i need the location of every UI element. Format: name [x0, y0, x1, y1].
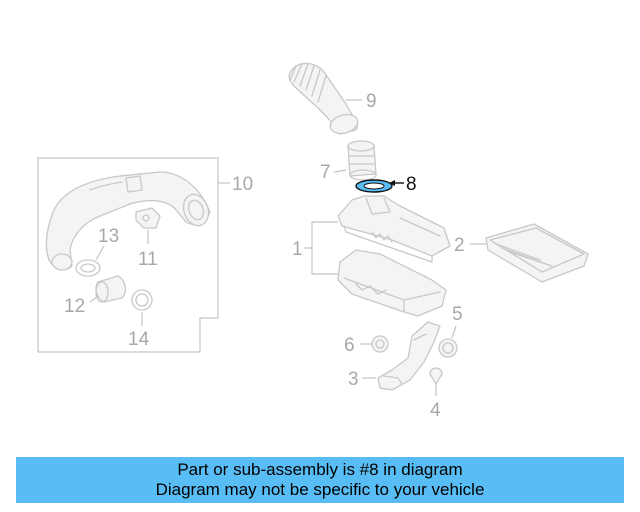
callout-5: 5: [452, 304, 463, 325]
clamp-13: [75, 259, 101, 277]
intake-duct-group: [37, 157, 230, 353]
banner-line-2: Diagram may not be specific to your vehi…: [155, 480, 485, 499]
clip-4: [429, 367, 443, 396]
callout-6: 6: [344, 335, 355, 356]
callout-4: 4: [430, 400, 441, 421]
callout-12: 12: [64, 296, 85, 317]
callout-14: 14: [128, 329, 150, 350]
coupler-7: [333, 140, 377, 181]
filter-element-2: [470, 223, 589, 283]
grommet-6: [360, 335, 389, 353]
callout-2: 2: [454, 235, 465, 256]
sensor-11: [135, 207, 161, 229]
intake-hose-9: [288, 62, 362, 135]
callout-13: 13: [98, 226, 119, 247]
coupler-12: [95, 275, 127, 303]
info-banner: Part or sub-assembly is #8 in diagram Di…: [16, 457, 624, 503]
air-cleaner-1: [304, 195, 451, 317]
callout-7: 7: [320, 162, 331, 183]
callout-9: 9: [366, 91, 377, 112]
callout-1: 1: [292, 239, 303, 260]
banner-line-1: Part or sub-assembly is #8 in diagram: [177, 460, 463, 479]
parts-diagram: 1 2 3 4 5 6 7 8 9 10 11 12 13 14: [37, 62, 589, 421]
bracket-3: [362, 321, 441, 391]
intake-duct: [45, 171, 211, 271]
callout-3: 3: [348, 369, 359, 390]
clamp-14: [131, 289, 153, 311]
callout-10: 10: [232, 174, 253, 195]
seal-8-highlighted: [355, 179, 404, 193]
callout-8: 8: [406, 174, 417, 195]
grommet-5: [438, 325, 458, 358]
callout-11: 11: [138, 249, 158, 270]
